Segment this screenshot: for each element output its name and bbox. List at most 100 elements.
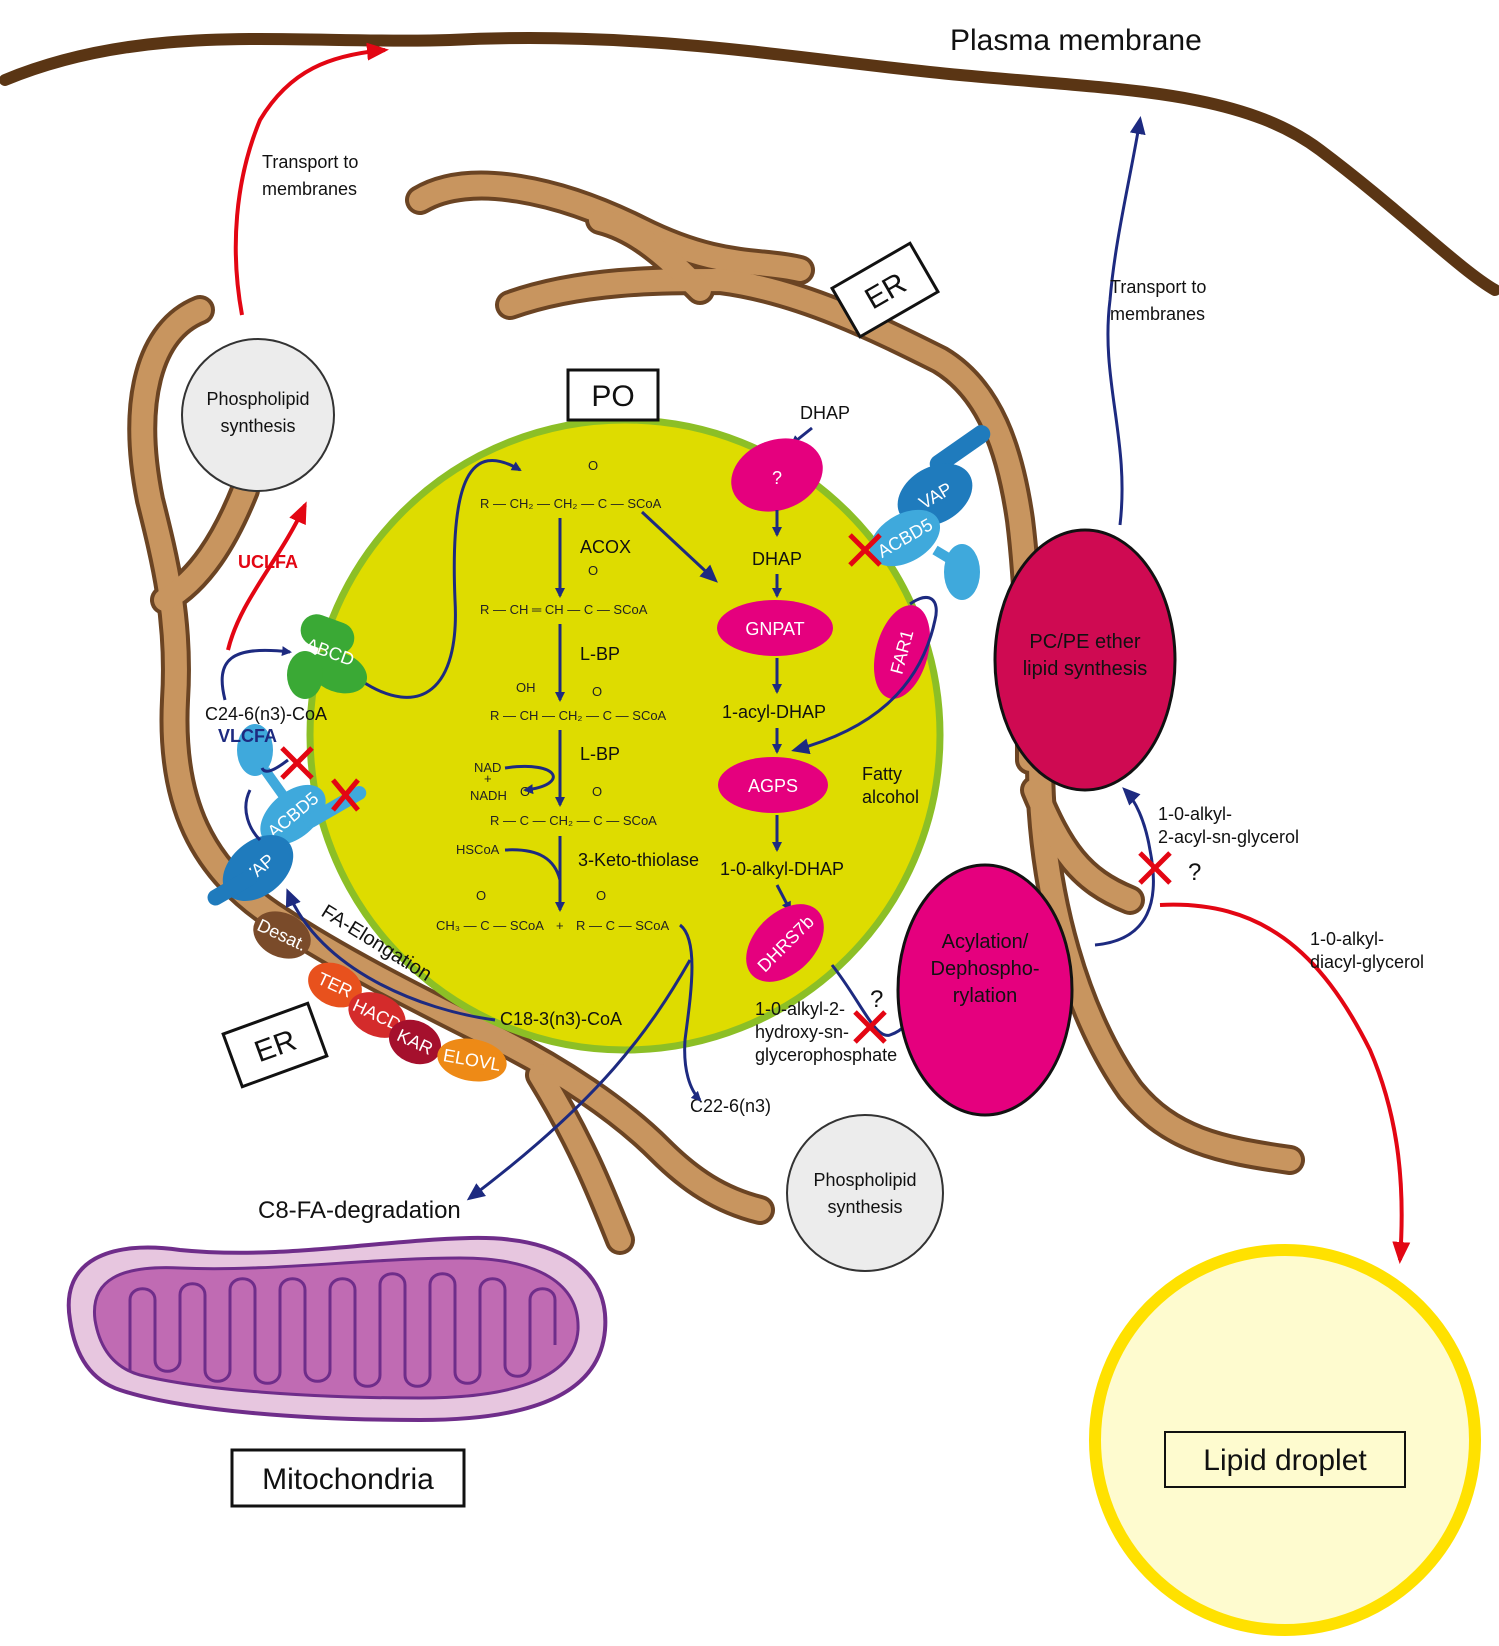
acylglycerol-label-2: 2-acyl-sn-glycerol xyxy=(1158,827,1299,847)
er-top-label-box: ER xyxy=(829,241,941,339)
vlcfa-to-acbd5-arrow xyxy=(260,758,289,773)
elongation-enzymes: Desat. TER HACD KAR ELOVL xyxy=(253,911,507,1082)
lipid-droplet-label: Lipid droplet xyxy=(1203,1444,1367,1477)
svg-text:Dephospho-: Dephospho- xyxy=(931,958,1040,980)
gnpat-enzyme xyxy=(717,600,833,656)
svg-text:+: + xyxy=(556,918,564,933)
hydroxy-label-2: hydroxy-sn- xyxy=(755,1022,849,1042)
mitochondria-label-box xyxy=(230,1448,466,1508)
c18-label: C18-3(n3)-CoA xyxy=(500,1009,622,1029)
ether-lipid-pathway: DHAP ? DHAP GNPAT 1-acyl-DHAP AGPS 1-0-a… xyxy=(717,403,919,982)
far1-arrow xyxy=(791,596,938,755)
right-vap-acbd5: VAP ACBD5 xyxy=(848,425,991,600)
dhrs7b-enzyme xyxy=(746,904,824,982)
uclfa-arrow xyxy=(226,501,307,651)
c22-arrow xyxy=(678,923,702,1102)
svg-text:1-acyl-DHAP: 1-acyl-DHAP xyxy=(722,702,826,722)
elongation-arrow xyxy=(285,888,496,1022)
acbd5-loop-arrow xyxy=(244,789,262,842)
transport-right-label-1: Transport to xyxy=(1110,277,1206,297)
plasma-membrane xyxy=(0,32,1499,296)
hydroxy-label-3: glycerophosphate xyxy=(755,1045,897,1065)
er-bottom-label-box: ER xyxy=(221,1001,329,1089)
plasma-membrane-label: Plasma membrane xyxy=(950,24,1202,57)
svg-text:OH: OH xyxy=(516,680,536,695)
svg-text:O: O xyxy=(592,784,602,799)
svg-text:NAD: NAD xyxy=(474,760,501,775)
unknown-enzyme xyxy=(731,438,823,512)
svg-text:O: O xyxy=(520,784,530,799)
svg-text:DHAP: DHAP xyxy=(752,549,802,569)
svg-text:rylation: rylation xyxy=(953,985,1017,1007)
uclfa-label: UCLFA xyxy=(238,552,298,572)
svg-text:AGPS: AGPS xyxy=(748,776,798,796)
svg-text:R — CH ═ CH — C — SCoA: R — CH ═ CH — C — SCoA xyxy=(480,602,648,617)
c8-degradation-arrow xyxy=(466,959,692,1201)
pcpe-ether-lipid-synthesis xyxy=(993,528,1177,792)
svg-text:O: O xyxy=(588,458,598,473)
c24-label: C24-6(n3)-CoA xyxy=(205,704,327,724)
svg-text:1-0-alkyl-DHAP: 1-0-alkyl-DHAP xyxy=(720,859,844,879)
question-hydroxy: ? xyxy=(870,986,883,1013)
po-label-box xyxy=(566,368,660,422)
svg-text:?: ? xyxy=(772,468,782,488)
svg-text:+: + xyxy=(484,771,492,786)
acbd5-right xyxy=(869,509,941,567)
svg-text:HSCoA: HSCoA xyxy=(456,842,500,857)
abcd-transporter: ABCD xyxy=(287,614,368,699)
svg-text:PC/PE ether: PC/PE ether xyxy=(1029,631,1141,653)
svg-text:L-BP: L-BP xyxy=(580,644,620,664)
svg-text:Fatty: Fatty xyxy=(862,764,902,784)
c8-label: C8-FA-degradation xyxy=(258,1197,461,1224)
mitochondria-label: Mitochondria xyxy=(262,1463,434,1496)
left-vap-acbd5: ACBD5 VAP xyxy=(207,724,367,906)
acylation-to-lipid-droplet-arrow xyxy=(1159,902,1411,1264)
transport-left-label-2: membranes xyxy=(262,179,357,199)
svg-text:Phospholipid: Phospholipid xyxy=(206,389,309,409)
svg-text:R — C — SCoA: R — C — SCoA xyxy=(576,918,670,933)
phospholipid-synthesis-bottom xyxy=(786,1114,944,1272)
svg-text:R — C — CH₂ — C — SCoA: R — C — CH₂ — C — SCoA xyxy=(490,813,657,828)
lipid-droplet-label-box xyxy=(1164,1431,1406,1488)
svg-text:O: O xyxy=(476,888,486,903)
svg-text:synthesis: synthesis xyxy=(827,1197,902,1217)
svg-text:CH₃ — C — SCoA: CH₃ — C — SCoA xyxy=(436,918,544,933)
svg-text:L-BP: L-BP xyxy=(580,744,620,764)
svg-text:NADH: NADH xyxy=(470,788,507,803)
svg-text:3-Keto-thiolase: 3-Keto-thiolase xyxy=(578,850,699,870)
beta-oxidation-arrows xyxy=(504,510,718,912)
beta-oxidation-chemistry: O R — CH₂ — CH₂ — C — SCoA O R — CH ═ CH… xyxy=(436,458,699,933)
svg-text:O: O xyxy=(596,888,606,903)
transport-right-label-2: membranes xyxy=(1110,304,1205,324)
po-label: PO xyxy=(591,380,634,413)
phospholipid-synthesis-top xyxy=(181,338,335,492)
svg-text:synthesis: synthesis xyxy=(220,416,295,436)
diacyl-label-2: diacyl-glycerol xyxy=(1310,952,1424,972)
svg-text:O: O xyxy=(588,563,598,578)
transport-left-arrow xyxy=(233,42,389,316)
svg-text:lipid synthesis: lipid synthesis xyxy=(1023,658,1148,680)
acylation-dephosphorylation xyxy=(896,863,1074,1117)
far1-enzyme xyxy=(873,605,931,699)
svg-text:DHAP: DHAP xyxy=(800,403,850,423)
svg-text:O: O xyxy=(592,684,602,699)
transport-right-arrow xyxy=(1106,116,1146,526)
abcd-import-arrow xyxy=(359,458,522,699)
acylation-to-pcpe-arrow xyxy=(1094,787,1155,947)
hydroxy-label-1: 1-0-alkyl-2- xyxy=(755,999,845,1019)
agps-enzyme xyxy=(718,757,828,813)
svg-text:R — CH₂ — CH₂ — C — SCoA: R — CH₂ — CH₂ — C — SCoA xyxy=(480,496,662,511)
vlcfa-label: VLCFA xyxy=(218,726,277,746)
svg-text:alcohol: alcohol xyxy=(862,787,919,807)
transport-left-label-1: Transport to xyxy=(262,152,358,172)
svg-text:Phospholipid: Phospholipid xyxy=(813,1170,916,1190)
c24-to-abcd-arrow xyxy=(220,646,292,701)
mitochondria xyxy=(66,1235,608,1423)
diacyl-label-1: 1-0-alkyl- xyxy=(1310,929,1384,949)
acylglycerol-label-1: 1-0-alkyl- xyxy=(1158,804,1232,824)
svg-text:Acylation/: Acylation/ xyxy=(942,931,1029,953)
svg-text:R — CH — CH₂ — C — SCoA: R — CH — CH₂ — C — SCoA xyxy=(490,708,667,723)
svg-text:ACOX: ACOX xyxy=(580,537,631,557)
c22-label: C22-6(n3) xyxy=(690,1096,771,1116)
